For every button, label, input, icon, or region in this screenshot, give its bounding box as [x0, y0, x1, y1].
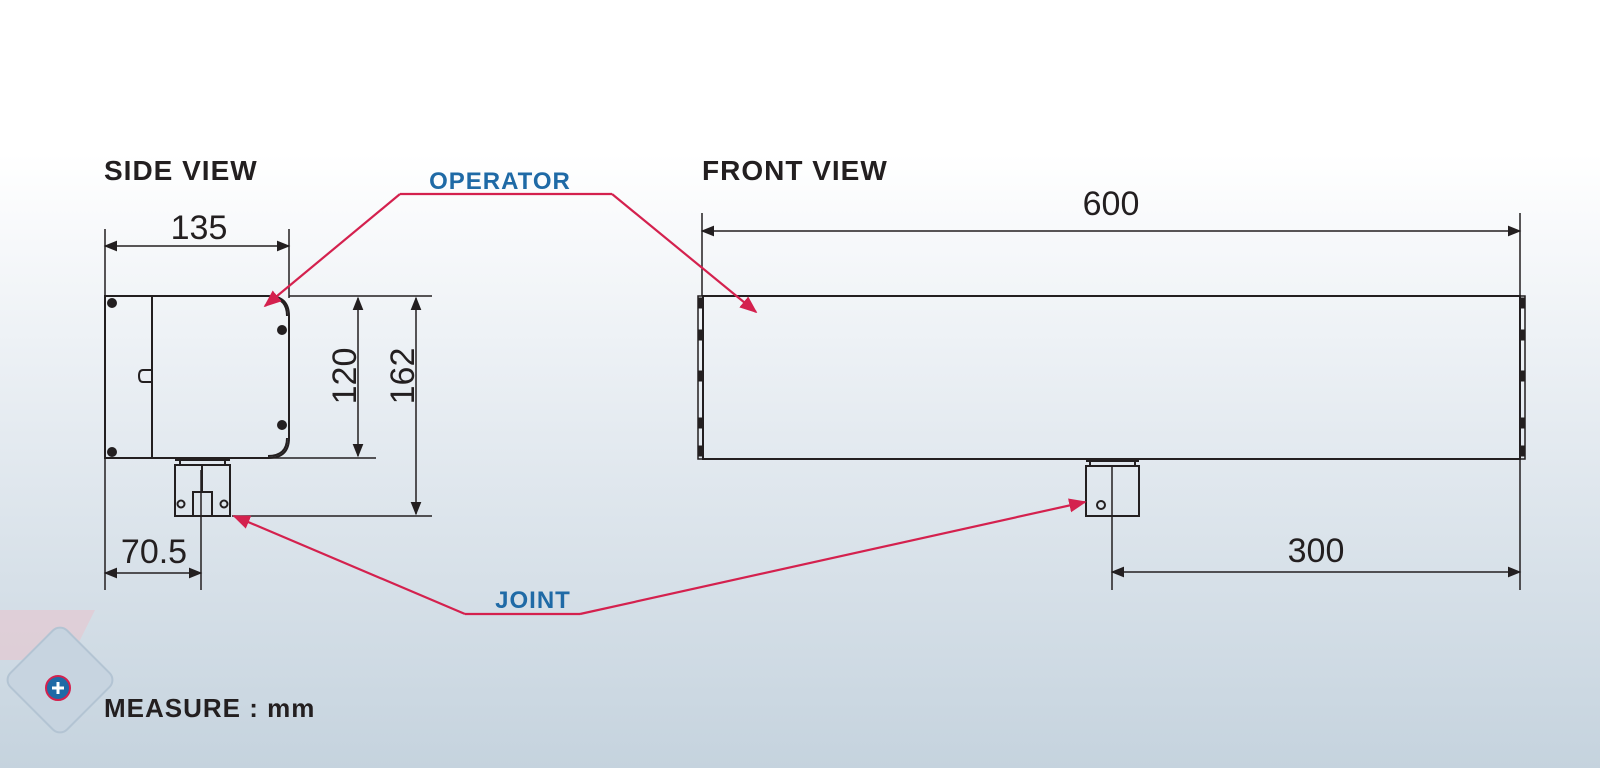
front-right-endcap [1519, 295, 1526, 460]
operator-callout: OPERATOR [263, 168, 758, 314]
dim-side-inner-height: 120 [326, 348, 364, 405]
side-joint [174, 459, 231, 517]
front-left-endcap [697, 295, 704, 460]
dim-side-joint-offset: 70.5 [121, 533, 187, 571]
front-joint [1085, 460, 1140, 517]
operator-label: OPERATOR [429, 168, 571, 195]
front-view: 600 300 [697, 185, 1526, 590]
front-view-title: FRONT VIEW [702, 155, 888, 186]
dim-front-joint-offset: 300 [1288, 532, 1345, 570]
measure-unit-note: MEASURE : mm [104, 693, 315, 723]
screw-icon [107, 447, 117, 457]
screw-icon [277, 325, 287, 335]
joint-label: JOINT [495, 587, 571, 614]
dim-side-width: 135 [171, 209, 228, 247]
side-view: 135 120 162 70.5 [103, 209, 432, 590]
joint-callout: JOINT [232, 498, 1087, 616]
screw-icon [277, 420, 287, 430]
dim-front-length: 600 [1083, 185, 1140, 223]
side-view-title: SIDE VIEW [104, 155, 258, 186]
screw-icon [107, 298, 117, 308]
dim-side-total-height: 162 [384, 348, 422, 405]
corner-logo [0, 610, 114, 734]
